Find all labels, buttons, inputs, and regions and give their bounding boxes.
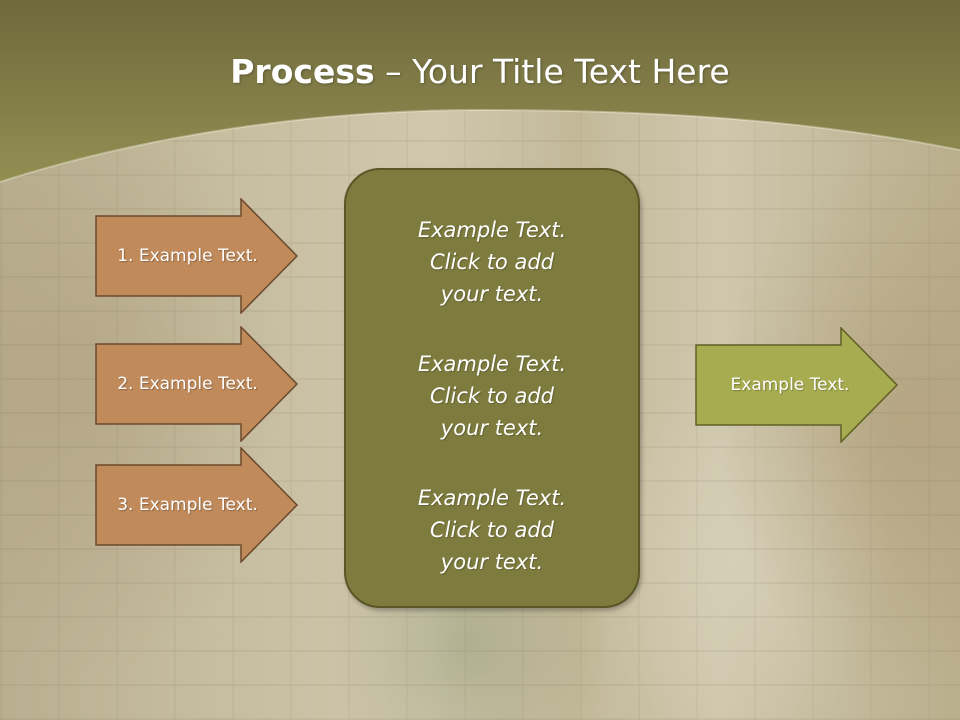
block-line: Click to add (429, 384, 554, 408)
block-line: Click to add (429, 250, 554, 274)
arrow-shape (695, 326, 899, 444)
step-arrow-1[interactable]: 1. Example Text. (95, 198, 299, 314)
step-label-3: 3. Example Text. (117, 495, 258, 515)
result-arrow[interactable]: Example Text. (695, 326, 899, 444)
arrow-shape (95, 198, 299, 314)
block-line: your text. (440, 550, 544, 574)
title-rest: – Your Title Text Here (374, 52, 730, 91)
block-line: Click to add (429, 518, 554, 542)
text-block-2: Example Text. Click to add your text. (418, 348, 566, 444)
step-label-2: 2. Example Text. (117, 374, 258, 394)
text-block-1: Example Text. Click to add your text. (418, 214, 566, 310)
block-line: Example Text. (417, 486, 567, 510)
header-band (0, 0, 960, 183)
title-bold: Process (230, 52, 375, 91)
slide-title[interactable]: Process – Your Title Text Here (0, 52, 960, 91)
step-label-1: 1. Example Text. (117, 246, 258, 266)
block-line: your text. (440, 282, 544, 306)
step-arrow-3[interactable]: 3. Example Text. (95, 447, 299, 563)
arrow-shape (95, 326, 299, 442)
result-label: Example Text. (730, 375, 850, 395)
step-arrow-2[interactable]: 2. Example Text. (95, 326, 299, 442)
center-text-box[interactable]: Example Text. Click to add your text. Ex… (344, 168, 640, 608)
block-line: your text. (440, 416, 544, 440)
block-line: Example Text. (417, 352, 567, 376)
text-block-3: Example Text. Click to add your text. (418, 482, 566, 578)
arrow-shape (95, 447, 299, 563)
block-line: Example Text. (417, 218, 567, 242)
